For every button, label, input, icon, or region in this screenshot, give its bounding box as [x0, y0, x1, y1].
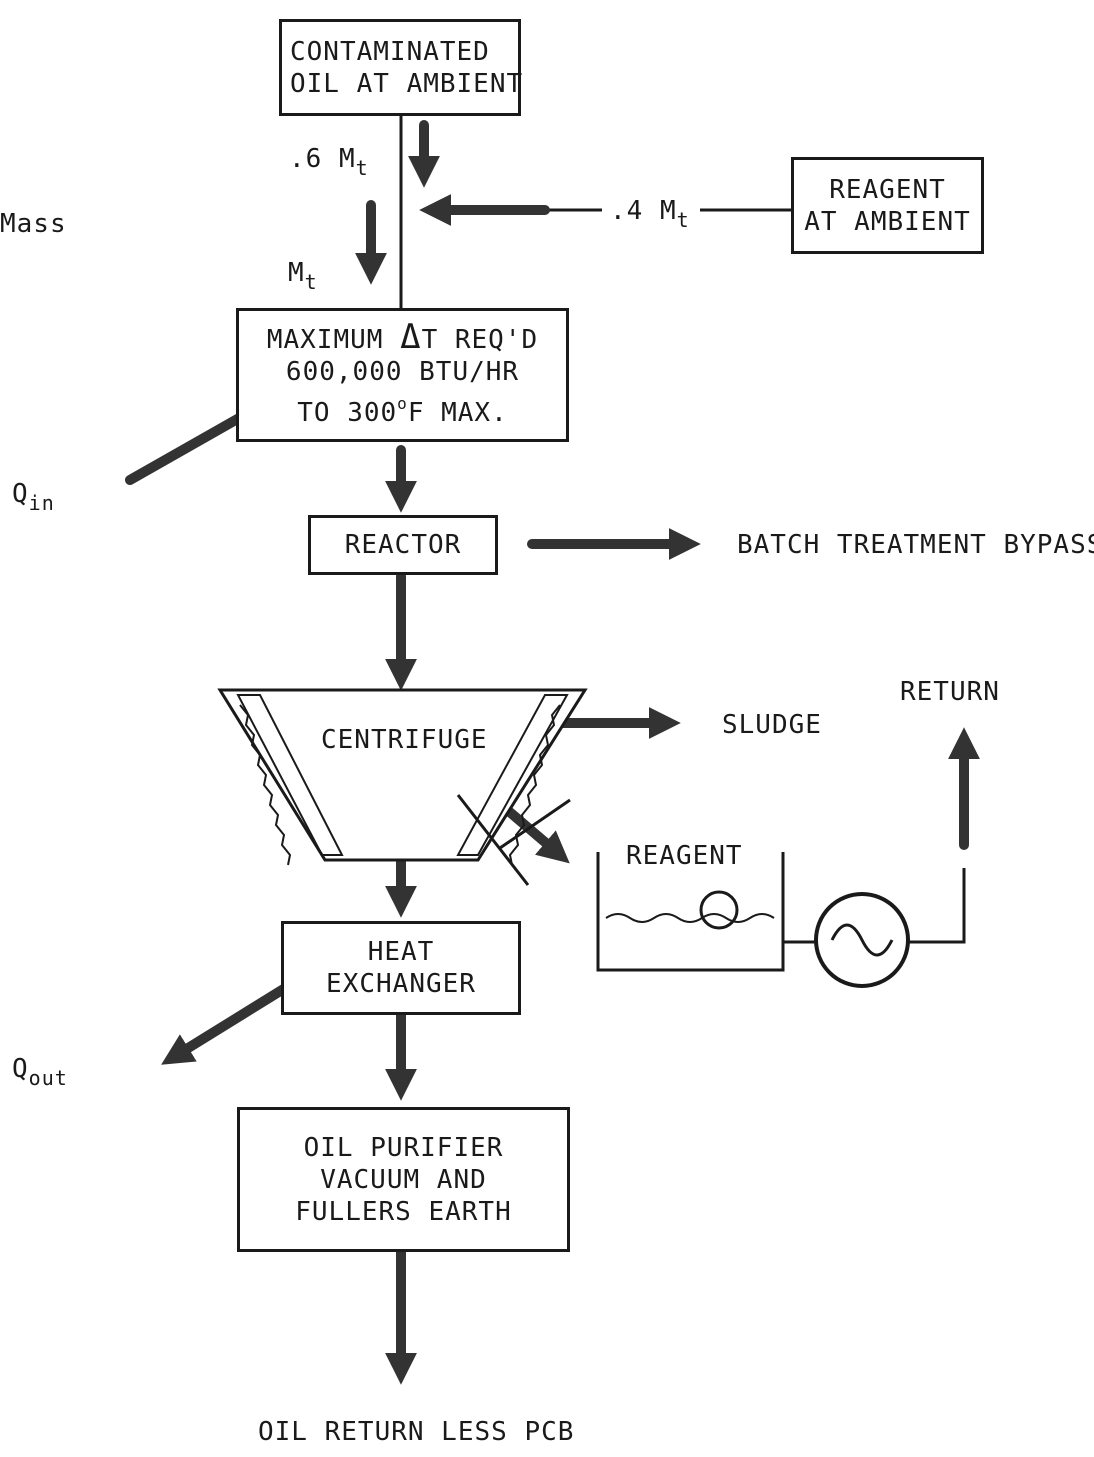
centrifuge-label: CENTRIFUGE [321, 725, 488, 755]
contaminated-oil-line-2: OIL AT AMBIENT [290, 68, 524, 99]
heater-box: MAXIMUM ΔT REQ'D 600,000 BTU/HR TO 300oF… [236, 308, 569, 442]
contaminated-oil-line-1: CONTAMINATED [290, 36, 490, 67]
oil-fraction-label: .6 Mt [289, 144, 369, 180]
sludge-label: SLUDGE [722, 710, 822, 740]
centrifuge-shape [217, 688, 588, 886]
centrifuge-to-reagent-arrow [500, 803, 570, 864]
reagent-ambient-line-1: REAGENT [829, 174, 946, 205]
oil-purifier-box: OIL PURIFIER VACUUM AND FULLERS EARTH [237, 1107, 570, 1252]
total-mass-label: Mt [288, 258, 318, 294]
reactor-label: REACTOR [344, 530, 462, 560]
batch-bypass-label: BATCH TREATMENT BYPASS [737, 530, 1094, 560]
heat-exchanger-line-2: EXCHANGER [326, 969, 476, 999]
mass-label: Mass [0, 209, 67, 239]
oil-return-label: OIL RETURN LESS PCB [258, 1417, 575, 1447]
return-label: RETURN [900, 677, 1000, 707]
degree-symbol: o [397, 394, 408, 413]
heat-exchanger-line-1: HEAT [367, 937, 435, 967]
reagent-fraction-label: .4 Mt [610, 196, 690, 232]
contaminated-oil-box: CONTAMINATED OIL AT AMBIENT [279, 19, 524, 116]
pump-symbol [814, 868, 966, 988]
q-in-label: Qin [12, 479, 55, 515]
oil-purifier-line-3: FULLERS EARTH [295, 1196, 512, 1227]
delta-symbol: Δ [400, 317, 422, 357]
reagent-tank-label: REAGENT [626, 841, 743, 871]
heater-line-2: 600,000 BTU/HR [285, 357, 520, 387]
heat-exchanger-box: HEAT EXCHANGER [281, 921, 521, 1015]
oil-purifier-line-2: VACUUM AND [320, 1164, 487, 1195]
oil-purifier-line-1: OIL PURIFIER [303, 1132, 504, 1163]
heater-line-1: MAXIMUM ΔT REQ'D [266, 317, 539, 357]
reagent-ambient-line-2: AT AMBIENT [804, 206, 971, 237]
q-out-label: Qout [12, 1054, 68, 1090]
heater-line-3: TO 300oF MAX. [297, 394, 508, 428]
reagent-ambient-box: REAGENT AT AMBIENT [791, 157, 984, 254]
reagent-tank [596, 852, 816, 972]
reactor-box: REACTOR [308, 515, 498, 575]
